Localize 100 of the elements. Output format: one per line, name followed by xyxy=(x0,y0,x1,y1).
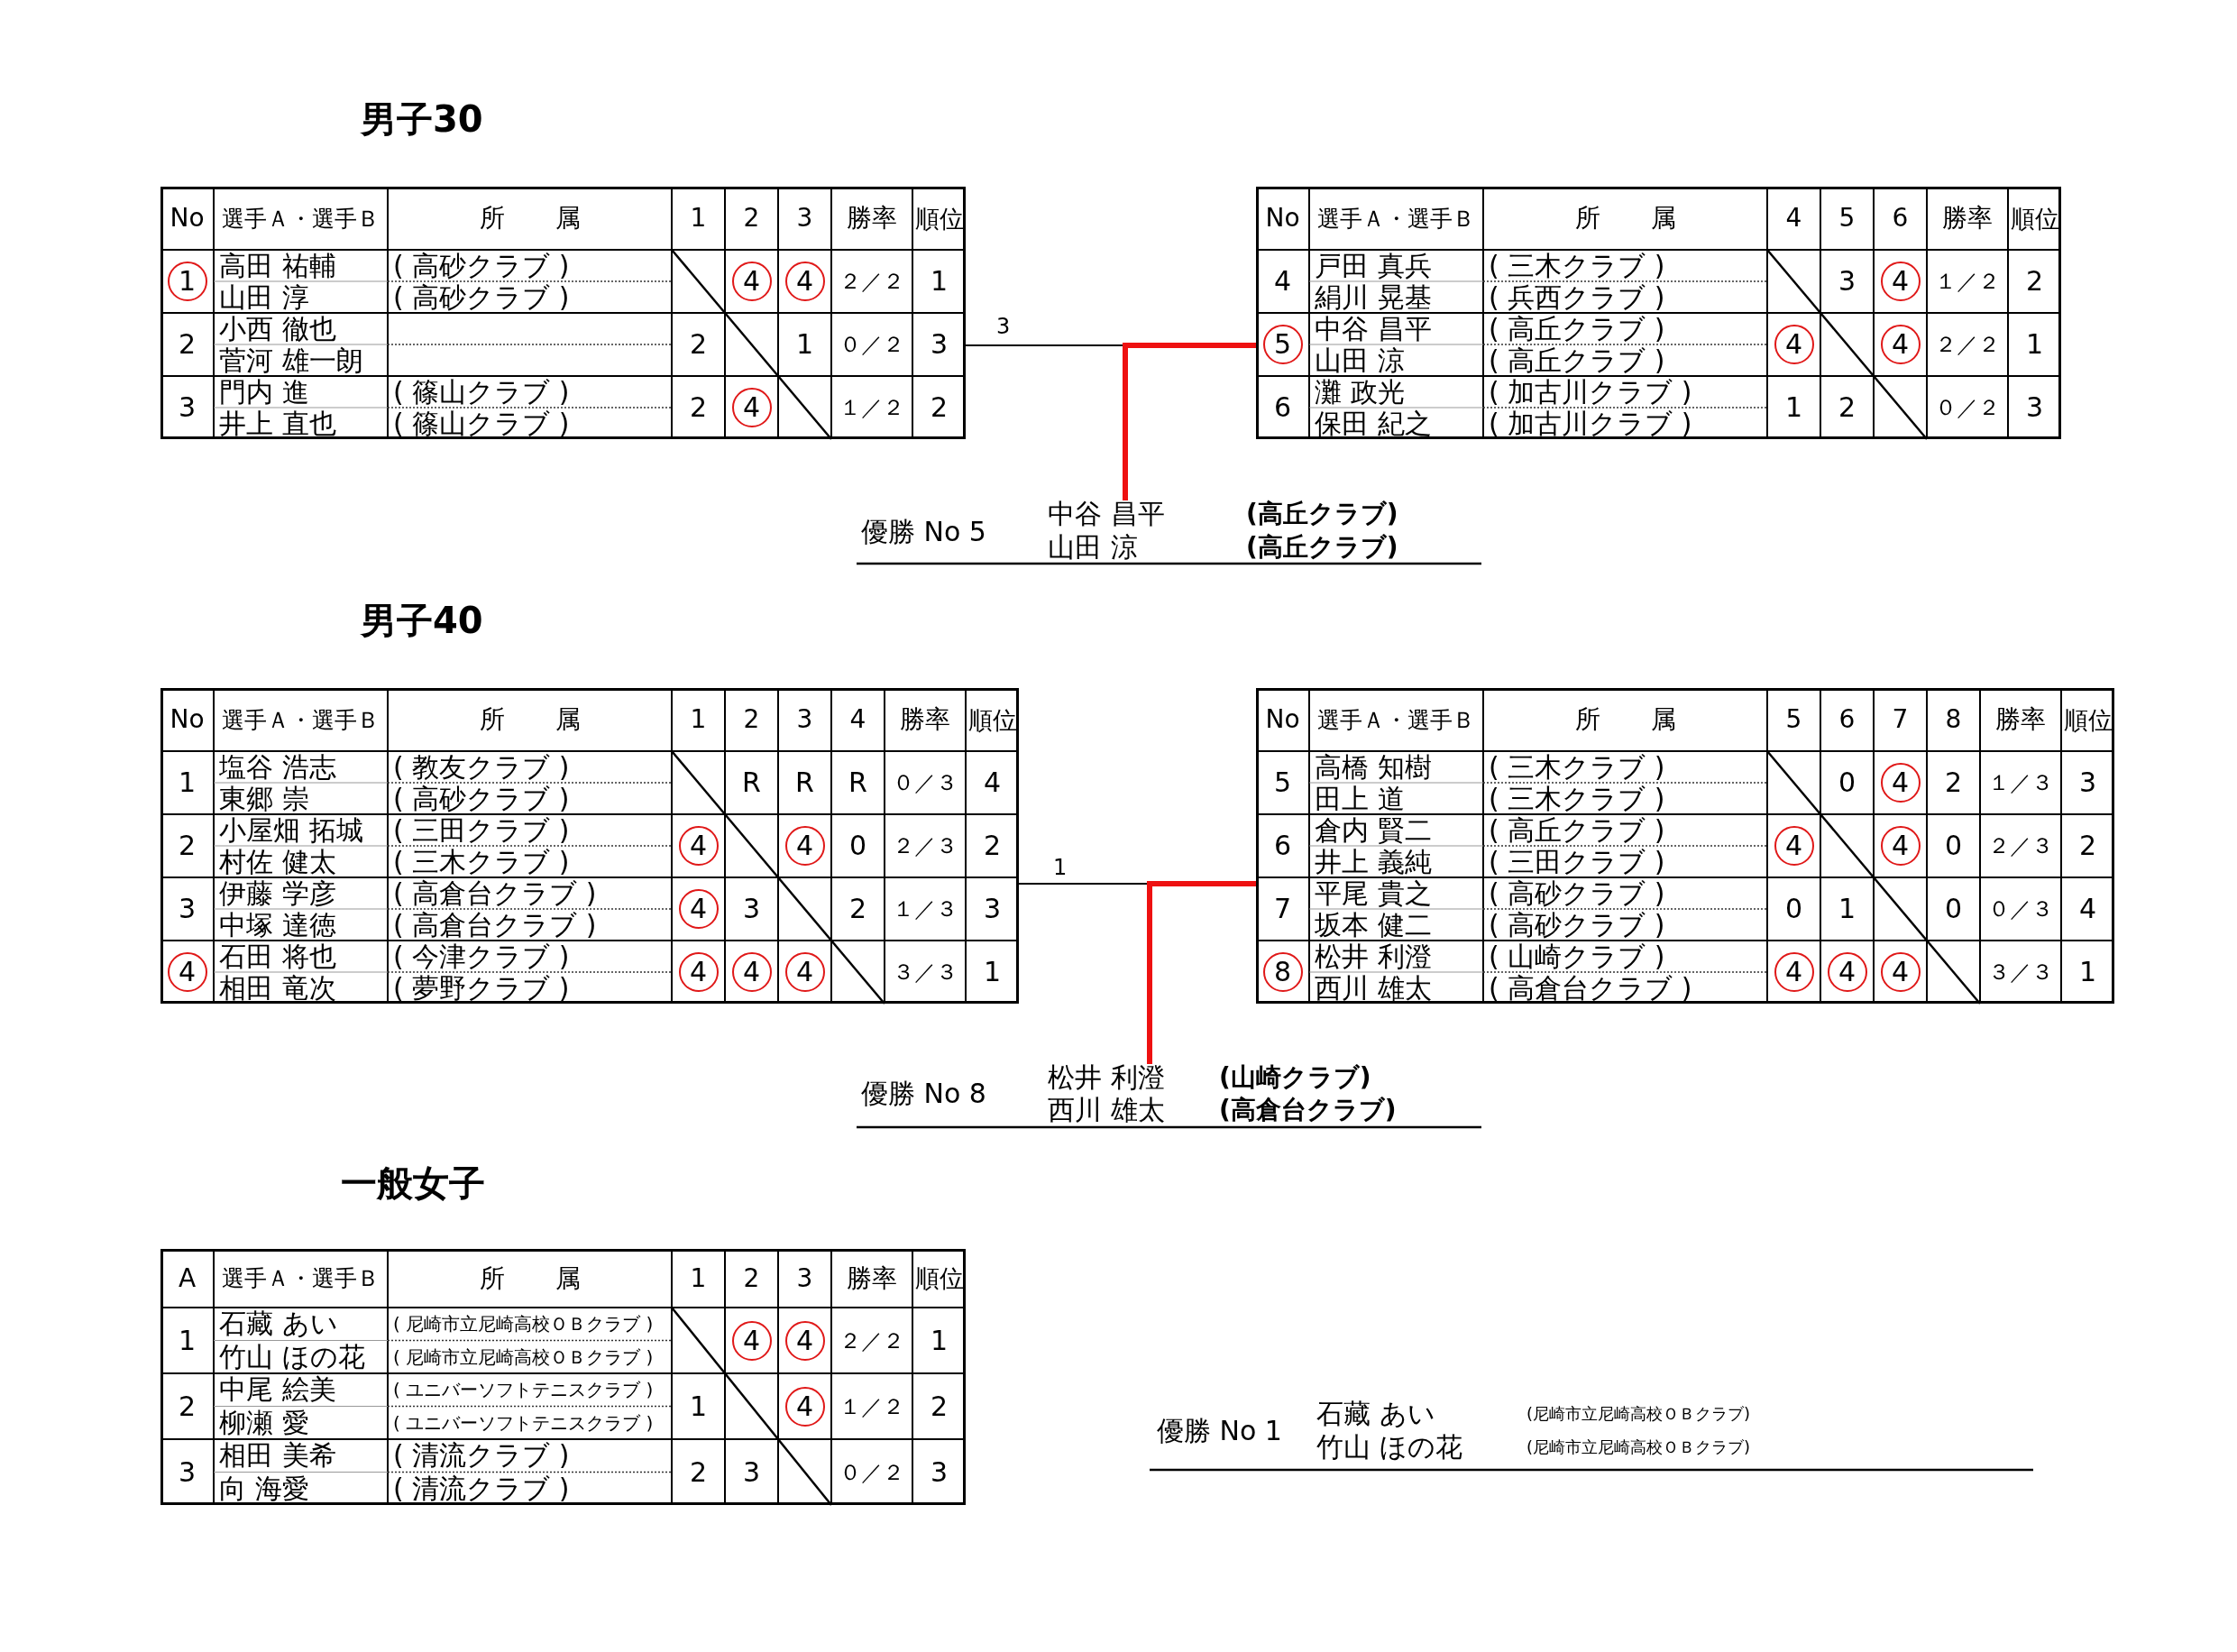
entry-number: 6 xyxy=(1273,832,1292,859)
player-name: 絹川 晃基 xyxy=(1315,283,1432,311)
circled-number: 5 xyxy=(1262,325,1303,364)
entry-number-header: No xyxy=(1265,707,1300,732)
score: 2 xyxy=(689,394,708,421)
opponent-number-header: 2 xyxy=(743,1265,760,1291)
player-name: 戸田 真兵 xyxy=(1315,252,1432,280)
win-rate: １／３ xyxy=(1988,772,2053,794)
opponent-number-header: 3 xyxy=(796,707,813,732)
rank: 2 xyxy=(930,1392,949,1420)
win-rate: ３／３ xyxy=(1988,961,2053,983)
club-name: ( 高砂クラブ ) xyxy=(393,283,570,311)
player-name: 中谷 昌平 xyxy=(1315,315,1432,343)
club-name: (尼崎市立尼崎高校ＯＢクラブ) xyxy=(1526,1439,1751,1455)
score: 1 xyxy=(689,1392,708,1420)
rank-header: 順位 xyxy=(2063,707,2113,732)
circled-number: 4 xyxy=(1827,952,1867,992)
club-name: ( 加古川クラブ ) xyxy=(1489,409,1692,437)
score: R xyxy=(795,769,814,796)
player-name: 山田 淳 xyxy=(219,283,309,311)
club-name: ( 三木クラブ ) xyxy=(1489,252,1665,280)
circled-number: 4 xyxy=(784,1320,825,1361)
circled-number: 4 xyxy=(731,262,772,301)
player-name: 松井 利澄 xyxy=(1315,942,1432,970)
circled-number: 4 xyxy=(784,1386,825,1427)
club-name: (高丘クラブ) xyxy=(1246,535,1398,560)
score: 3 xyxy=(742,895,761,922)
opponent-number-header: 4 xyxy=(849,707,866,732)
player-name: 塩谷 浩志 xyxy=(219,753,336,781)
player-name: 竹山 ほの花 xyxy=(1316,1434,1462,1461)
circled-number: 4 xyxy=(678,826,719,866)
club-name: ( 教友クラブ ) xyxy=(393,753,570,781)
club-name: (山崎クラブ) xyxy=(1219,1065,1371,1090)
winner-label: 優勝 No 5 xyxy=(861,519,986,546)
entry-number-header: No xyxy=(170,707,205,732)
club-name: ( 高丘クラブ ) xyxy=(1489,346,1665,374)
score: 0 xyxy=(1784,895,1803,922)
player-name: 相田 竜次 xyxy=(219,974,336,1002)
circled-number: 4 xyxy=(1774,826,1814,866)
club-name: ( 篠山クラブ ) xyxy=(393,378,570,406)
circled-number: 4 xyxy=(1880,763,1921,803)
circled-number: 4 xyxy=(167,952,207,992)
club-name: ( 清流クラブ ) xyxy=(393,1442,570,1470)
rank: 2 xyxy=(983,832,1002,859)
club-name: ( 三木クラブ ) xyxy=(393,848,570,876)
circled-number: 4 xyxy=(784,952,825,992)
win-rate-header: 勝率 xyxy=(900,707,950,732)
rank: 1 xyxy=(2025,331,2044,358)
club-name: ( 三田クラブ ) xyxy=(1489,848,1665,876)
score: 2 xyxy=(1838,394,1857,421)
circled-number: 4 xyxy=(784,826,825,866)
opponent-number-header: 1 xyxy=(690,206,707,231)
win-rate: ０／２ xyxy=(839,334,904,355)
player-name: 山田 涼 xyxy=(1048,534,1138,561)
rank: 4 xyxy=(2078,895,2097,922)
circled-number: 4 xyxy=(678,889,719,929)
club-name: ( 加古川クラブ ) xyxy=(1489,378,1692,406)
win-rate-header: 勝率 xyxy=(1995,707,2046,732)
win-rate: １／２ xyxy=(1935,271,2000,292)
rank: 4 xyxy=(983,769,1002,796)
rank: 3 xyxy=(2025,394,2044,421)
player-name: 松井 利澄 xyxy=(1048,1064,1165,1091)
club-name: (尼崎市立尼崎高校ＯＢクラブ) xyxy=(1526,1406,1751,1422)
entry-number: 3 xyxy=(178,895,197,922)
club-name: ( 高砂クラブ ) xyxy=(1489,879,1665,907)
entry-number: 2 xyxy=(178,832,197,859)
player-name: 坂本 健二 xyxy=(1315,911,1432,939)
club-header: 所 属 xyxy=(479,206,581,231)
player-name: 平尾 貴之 xyxy=(1315,879,1432,907)
entry-number: 6 xyxy=(1273,394,1292,421)
player-name: 石藏 あい xyxy=(1316,1400,1435,1427)
win-rate: １／２ xyxy=(839,397,904,418)
entry-number-header: A xyxy=(178,1265,197,1291)
rank: 3 xyxy=(2078,769,2097,796)
entry-number: 3 xyxy=(178,394,197,421)
win-rate: ２／２ xyxy=(1935,334,2000,355)
player-name: 竹山 ほの花 xyxy=(219,1343,365,1371)
player-name: 西川 雄太 xyxy=(1048,1097,1165,1124)
club-header: 所 属 xyxy=(1574,707,1676,732)
club-name: ( 今津クラブ ) xyxy=(393,942,570,970)
entry-number: 2 xyxy=(178,331,197,358)
circled-number: 4 xyxy=(1880,952,1921,992)
entry-number: 3 xyxy=(178,1458,197,1486)
player-name: 井上 義純 xyxy=(1315,848,1432,876)
score: 3 xyxy=(1838,268,1857,295)
player-name: 田上 道 xyxy=(1315,785,1405,812)
club-name: ( 夢野クラブ ) xyxy=(393,974,570,1002)
player-name: 中谷 昌平 xyxy=(1048,500,1165,528)
entry-number: 1 xyxy=(178,1326,197,1354)
score: 2 xyxy=(689,331,708,358)
win-rate-header: 勝率 xyxy=(1942,206,1993,231)
club-name: ( 清流クラブ ) xyxy=(393,1474,570,1502)
club-name: ( 山崎クラブ ) xyxy=(1489,942,1665,970)
rank: 2 xyxy=(930,394,949,421)
rank: 1 xyxy=(983,959,1002,986)
win-rate: ０／２ xyxy=(839,1461,904,1483)
opponent-number-header: 5 xyxy=(1785,707,1802,732)
circled-number: 4 xyxy=(678,952,719,992)
entry-number: 2 xyxy=(178,1392,197,1420)
player-name: 高橋 知樹 xyxy=(1315,753,1432,781)
